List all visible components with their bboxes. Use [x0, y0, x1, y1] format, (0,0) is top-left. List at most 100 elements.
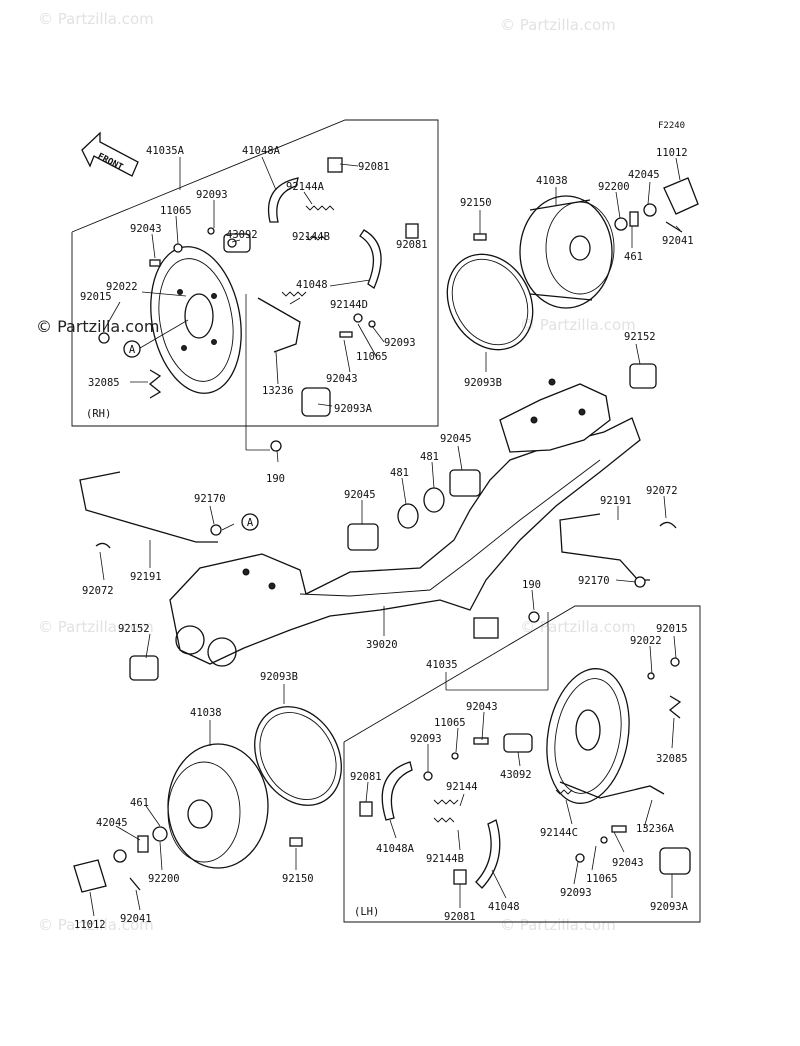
callout-92144B-b: 92144B	[426, 853, 464, 865]
callout-92093-a: 92093	[196, 189, 228, 201]
callout-41048-b: 41048	[488, 901, 520, 913]
callout-190-b: 190	[522, 579, 541, 591]
watermark-bottom-left: © Partzilla.com	[38, 916, 154, 934]
brake-tubes	[79, 471, 677, 623]
lh-springs	[433, 789, 573, 823]
callout-92093B-b: 92093B	[260, 671, 298, 683]
callout-92144B-a: 92144B	[292, 231, 330, 243]
callout-92150-b: 92150	[282, 873, 314, 885]
callout-11065-c: 11065	[434, 717, 466, 729]
watermarks: © Partzilla.com © Partzilla.com © Partzi…	[36, 10, 636, 934]
watermark-top-right: © Partzilla.com	[500, 16, 616, 34]
lh-box: (LH)	[343, 605, 701, 923]
callout-32085-b: 32085	[656, 753, 688, 765]
callout-92045-b: 92045	[344, 489, 376, 501]
marker-a-left-icon	[241, 513, 259, 531]
callout-92081-c: 92081	[350, 771, 382, 783]
rh-brake-shoe-lower	[359, 223, 419, 289]
callout-13236A: 13236A	[636, 823, 675, 835]
callout-92144C: 92144C	[540, 827, 578, 839]
callout-13236: 13236	[262, 385, 294, 397]
rh-springs	[281, 205, 335, 297]
lh-lever	[559, 781, 665, 799]
callout-92170-b: 92170	[578, 575, 610, 587]
callout-92045-a: 92045	[440, 433, 472, 445]
callout-41038-a: 41038	[536, 175, 568, 187]
callout-190-a: 190	[266, 473, 285, 485]
callout-92043-b: 92043	[326, 373, 358, 385]
callout-42045-a: 42045	[628, 169, 660, 181]
callout-92093-b: 92093	[384, 337, 416, 349]
callout-92152-b: 92152	[118, 623, 150, 635]
rh-backing-plate	[98, 246, 242, 394]
rh-lever	[257, 297, 301, 353]
callout-481-a: 481	[420, 451, 439, 463]
callout-92072-b: 92072	[82, 585, 114, 597]
callout-92015-a: 92015	[80, 291, 112, 303]
marker-a-rh-icon	[123, 340, 141, 358]
lh-brake-drum	[167, 743, 269, 869]
callout-92043-d: 92043	[612, 857, 644, 869]
callout-11065-a: 11065	[160, 205, 192, 217]
watermark-mid-left: © Partzilla.com	[36, 317, 159, 336]
part-callouts: 41035A 41048A 92081 92093 92144A 11065 9…	[74, 145, 694, 931]
callout-92191-a: 92191	[600, 495, 632, 507]
callout-92022-a: 92022	[106, 281, 138, 293]
callout-92152-a: 92152	[624, 331, 656, 343]
rh-drum-seal-ring	[446, 253, 534, 351]
callout-92081-b: 92081	[396, 239, 428, 251]
callout-92043-a: 92043	[130, 223, 162, 235]
leader-lines	[89, 156, 681, 917]
callout-11012-a: 11012	[656, 147, 688, 159]
callout-92041-b: 92041	[120, 913, 152, 925]
callout-92144A: 92144A	[286, 181, 325, 193]
callout-41035: 41035	[426, 659, 458, 671]
callout-92081-d: 92081	[444, 911, 476, 923]
callout-92022-b: 92022	[630, 635, 662, 647]
lh-hub-parts	[73, 826, 303, 893]
watermark-bottom-right: © Partzilla.com	[500, 916, 616, 934]
callout-92144D: 92144D	[330, 299, 368, 311]
rh-hub-parts	[473, 177, 699, 389]
lh-small-parts	[423, 657, 691, 875]
marker-a-left-label: A	[247, 517, 254, 529]
callout-92015-b: 92015	[656, 623, 688, 635]
callout-92191-b: 92191	[130, 571, 162, 583]
callout-92081-a: 92081	[358, 161, 390, 173]
front-arrow-icon: FRONT	[81, 131, 139, 177]
callout-481-b: 481	[390, 467, 409, 479]
axle-housing	[169, 378, 641, 667]
callout-41035A: 41035A	[146, 145, 185, 157]
callout-92093A-b: 92093A	[650, 901, 689, 913]
callout-92200-b: 92200	[148, 873, 180, 885]
rh-brake-drum	[519, 195, 615, 309]
callout-41048-a: 41048	[296, 279, 328, 291]
callout-11012-b: 11012	[74, 919, 106, 931]
rh-brake-shoe-upper	[267, 157, 343, 223]
callout-41038-b: 41038	[190, 707, 222, 719]
callout-92093-d: 92093	[560, 887, 592, 899]
reference-markers: A A	[123, 340, 259, 531]
watermark-low-right: © Partzilla.com	[520, 618, 636, 636]
rh-clip	[148, 369, 162, 399]
callout-92170-a: 92170	[194, 493, 226, 505]
callout-11065-d: 11065	[586, 873, 618, 885]
lh-backing-plate	[546, 668, 630, 804]
watermark-top-left: © Partzilla.com	[38, 10, 154, 28]
rh-seal	[301, 387, 331, 417]
diagram-code: F2240	[658, 121, 685, 131]
callout-461-b: 461	[130, 797, 149, 809]
rh-box: (RH)	[71, 119, 439, 427]
callout-43092-a: 43092	[226, 229, 258, 241]
callout-92072-a: 92072	[646, 485, 678, 497]
watermark-mid-right: © Partzilla.com	[520, 316, 636, 334]
callout-43092-b: 43092	[500, 769, 532, 781]
callout-32085-a: 32085	[88, 377, 120, 389]
rh-section-label: (RH)	[86, 408, 111, 420]
callout-92144: 92144	[446, 781, 478, 793]
rh-wheel-cylinder	[223, 233, 251, 253]
lh-wheel-cylinder	[503, 733, 533, 753]
callout-461-a: 461	[624, 251, 643, 263]
callout-92093B-a: 92093B	[464, 377, 502, 389]
